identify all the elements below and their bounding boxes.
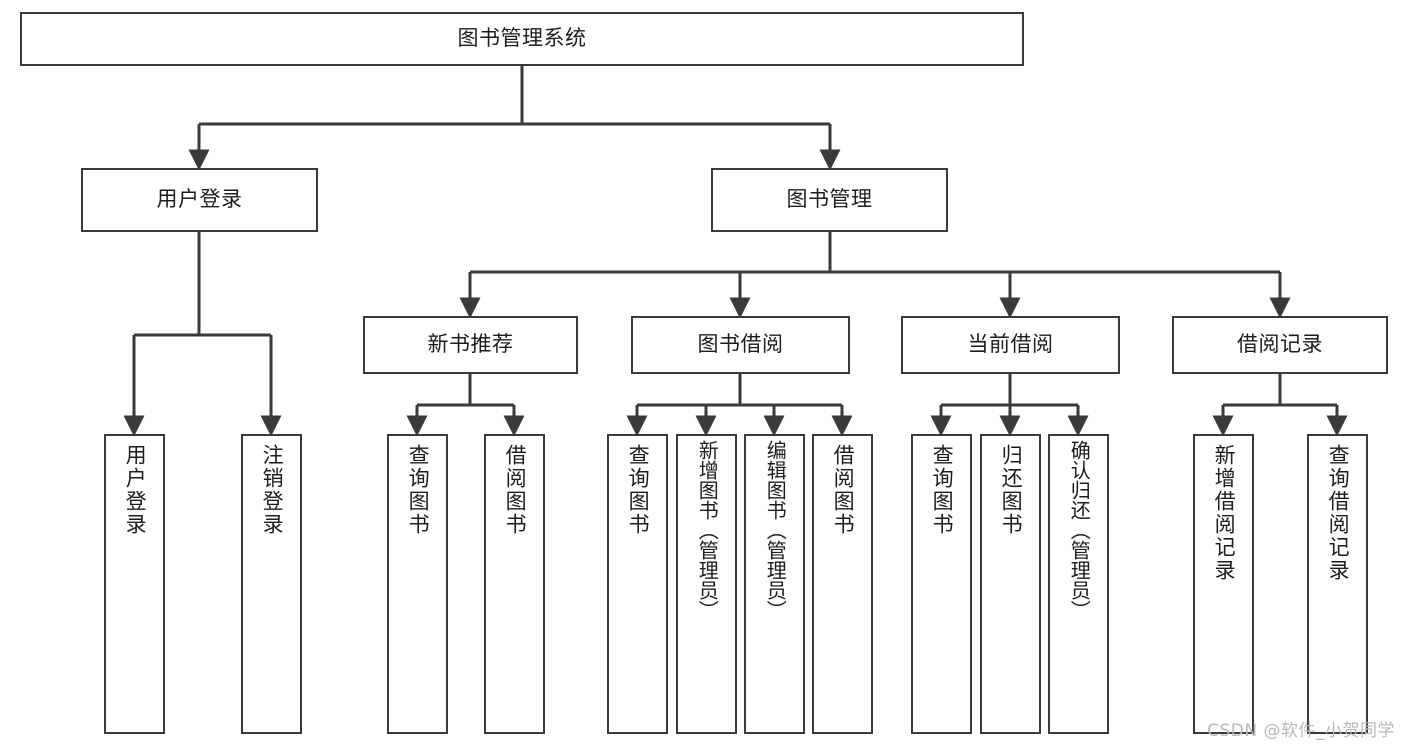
leaf-confirm-return-admin[interactable]: 确认归还（管理员） [1048,434,1109,734]
leaf-borrow-book[interactable]: 借阅图书 [812,434,873,734]
leaf-add-borrow-record[interactable]: 新增借阅记录 [1193,434,1254,734]
node-label: 图书管理 [786,187,873,212]
node-label: 新书推荐 [427,332,514,357]
node-label: 归还图书 [999,444,1024,536]
node-label: 借阅记录 [1237,332,1323,357]
node-label: 注销登录 [260,444,285,536]
node-label: 借阅图书 [831,444,856,536]
node-user-login[interactable]: 用户登录 [81,168,318,232]
leaf-user-login[interactable]: 用户登录 [104,434,165,734]
node-label: 用户登录 [156,187,243,212]
leaf-add-book-admin[interactable]: 新增图书（管理员） [676,434,737,734]
node-label: 查询图书 [626,444,651,536]
node-label: 图书借阅 [697,332,784,357]
node-label: 确认归还（管理员） [1067,440,1092,620]
node-label: 图书管理系统 [457,26,587,51]
leaf-return-book[interactable]: 归还图书 [980,434,1041,734]
node-label: 新增图书（管理员） [695,440,720,620]
leaf-borrow-book-recommend[interactable]: 借阅图书 [484,434,545,734]
node-book-management[interactable]: 图书管理 [711,168,948,232]
node-label: 借阅图书 [503,444,528,536]
leaf-edit-book-admin[interactable]: 编辑图书（管理员） [744,434,805,734]
leaf-logout[interactable]: 注销登录 [241,434,302,734]
node-borrow-record[interactable]: 借阅记录 [1172,316,1388,374]
node-label: 查询图书 [406,444,431,536]
node-label: 编辑图书（管理员） [763,440,788,620]
node-label: 当前借阅 [967,332,1054,357]
node-label: 用户登录 [123,444,148,536]
leaf-query-book-borrow[interactable]: 查询图书 [607,434,668,734]
node-new-book-recommend[interactable]: 新书推荐 [363,316,578,374]
leaf-query-borrow-record[interactable]: 查询借阅记录 [1307,434,1368,734]
leaf-query-book-current[interactable]: 查询图书 [911,434,972,734]
node-book-management-system[interactable]: 图书管理系统 [20,12,1024,66]
node-label: 查询图书 [930,444,955,536]
leaf-query-book-recommend[interactable]: 查询图书 [387,434,448,734]
node-label: 新增借阅记录 [1212,444,1237,582]
node-label: 查询借阅记录 [1326,444,1351,582]
node-book-borrow[interactable]: 图书借阅 [631,316,850,374]
node-current-borrow[interactable]: 当前借阅 [901,316,1120,374]
